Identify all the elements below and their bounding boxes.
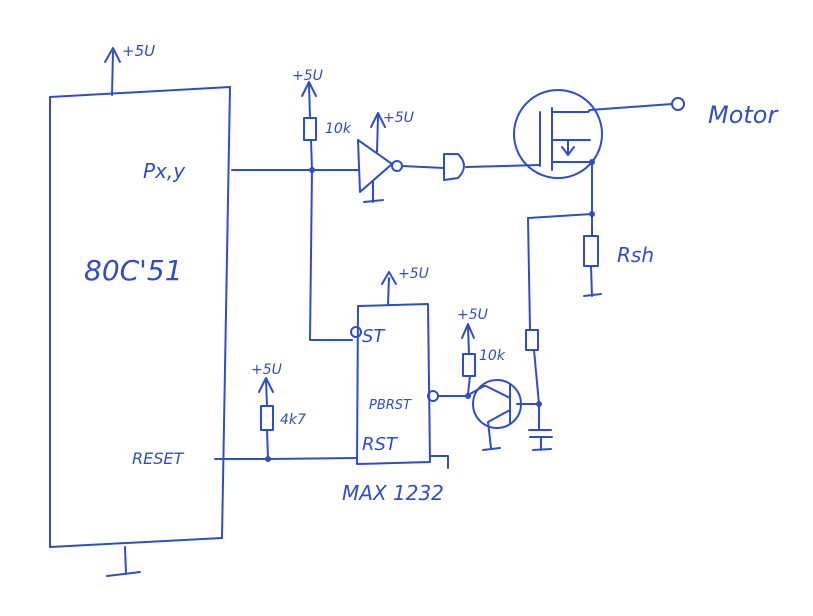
wire-filter-to-node bbox=[533, 349, 540, 405]
wire-sense-down bbox=[527, 217, 531, 331]
buffer-inversion-bubble bbox=[391, 160, 403, 172]
reset-supply-arrow bbox=[258, 377, 274, 407]
pbrst-pullup-resistor bbox=[462, 353, 476, 377]
pullup-4k7: +5U 4k7 bbox=[251, 362, 306, 460]
pullup-supply-label: +5U bbox=[292, 68, 323, 84]
pbrst-supply-arrow bbox=[461, 323, 475, 355]
max1232: +5U ST PBRST RST MAX 1232 bbox=[342, 266, 449, 505]
pullup-supply-arrow bbox=[301, 81, 317, 119]
mcu-80c51: +5U 80C'51 Px,y RESET bbox=[49, 42, 231, 577]
shunt-label: Rsh bbox=[617, 243, 654, 267]
max-supply-arrow bbox=[381, 271, 397, 305]
inverting-buffer: +5U bbox=[357, 110, 414, 203]
gate-driver bbox=[443, 153, 465, 181]
pin-pxy-label: Px,y bbox=[143, 159, 186, 183]
npn-transistor bbox=[472, 379, 522, 451]
shunt-resistor: Rsh bbox=[583, 213, 654, 297]
wire-reset bbox=[214, 457, 358, 460]
transistor-ground-symbol bbox=[482, 447, 501, 451]
pullup-10k: +5U 10k bbox=[292, 68, 352, 171]
wire-sense-tap bbox=[527, 213, 593, 219]
max-pin-pbrst-label: PBRST bbox=[369, 398, 412, 413]
transistor-circle bbox=[472, 379, 522, 429]
shunt-body bbox=[583, 235, 599, 267]
filter-capacitor bbox=[528, 403, 553, 451]
st-inversion-bubble bbox=[350, 326, 362, 338]
mosfet-body-arrow bbox=[561, 139, 575, 156]
buffer-ground-symbol bbox=[363, 181, 384, 203]
pullup-resistor bbox=[303, 117, 317, 141]
mosfet bbox=[513, 89, 603, 179]
buffer-supply-arrow bbox=[370, 112, 386, 153]
pbrst-supply-label: +5U bbox=[457, 307, 488, 323]
buffer-triangle bbox=[357, 139, 393, 193]
pullup-value-label: 10k bbox=[325, 121, 352, 137]
max-pin-st-label: ST bbox=[362, 326, 386, 347]
transistor-collector bbox=[483, 385, 511, 399]
wire-buffer-to-driver bbox=[401, 165, 445, 169]
driver-symbol bbox=[443, 153, 465, 181]
max-supply-label: +5U bbox=[398, 266, 429, 282]
reset-value-label: 4k7 bbox=[280, 412, 306, 428]
mcu-supply-label: +5U bbox=[122, 42, 155, 60]
max-pin-rst-label: RST bbox=[362, 434, 399, 455]
buffer-supply-label: +5U bbox=[383, 110, 414, 126]
motor-label: Motor bbox=[708, 101, 779, 129]
max-name-label: MAX 1232 bbox=[342, 481, 444, 505]
reset-pullup-resistor bbox=[260, 405, 274, 431]
mosfet-circle bbox=[513, 89, 603, 179]
max-ground-symbol bbox=[429, 455, 449, 469]
pullup-pbrst: +5U 10k bbox=[457, 307, 506, 395]
motor-terminal bbox=[671, 97, 685, 111]
pbrst-inversion-bubble bbox=[427, 390, 439, 402]
wire-to-motor bbox=[587, 103, 673, 113]
reset-supply-label: +5U bbox=[251, 362, 282, 378]
mcu-body bbox=[49, 86, 231, 548]
mcu-ground-symbol bbox=[106, 546, 141, 577]
shunt-ground-symbol bbox=[583, 265, 602, 297]
mcu-name-label: 80C'51 bbox=[84, 254, 183, 287]
mosfet-drain-lead bbox=[551, 109, 591, 113]
pin-reset-label: RESET bbox=[132, 449, 184, 468]
pbrst-value-label: 10k bbox=[479, 348, 506, 364]
wire-collector-link bbox=[469, 385, 485, 395]
junction-pbrst bbox=[465, 393, 471, 399]
mosfet-source-lead bbox=[551, 139, 593, 163]
wire-to-max-st bbox=[309, 169, 353, 341]
mcu-supply-arrow bbox=[104, 47, 121, 96]
transistor-emitter bbox=[487, 409, 511, 449]
filter-resistor bbox=[525, 329, 539, 351]
max-body bbox=[356, 303, 431, 465]
